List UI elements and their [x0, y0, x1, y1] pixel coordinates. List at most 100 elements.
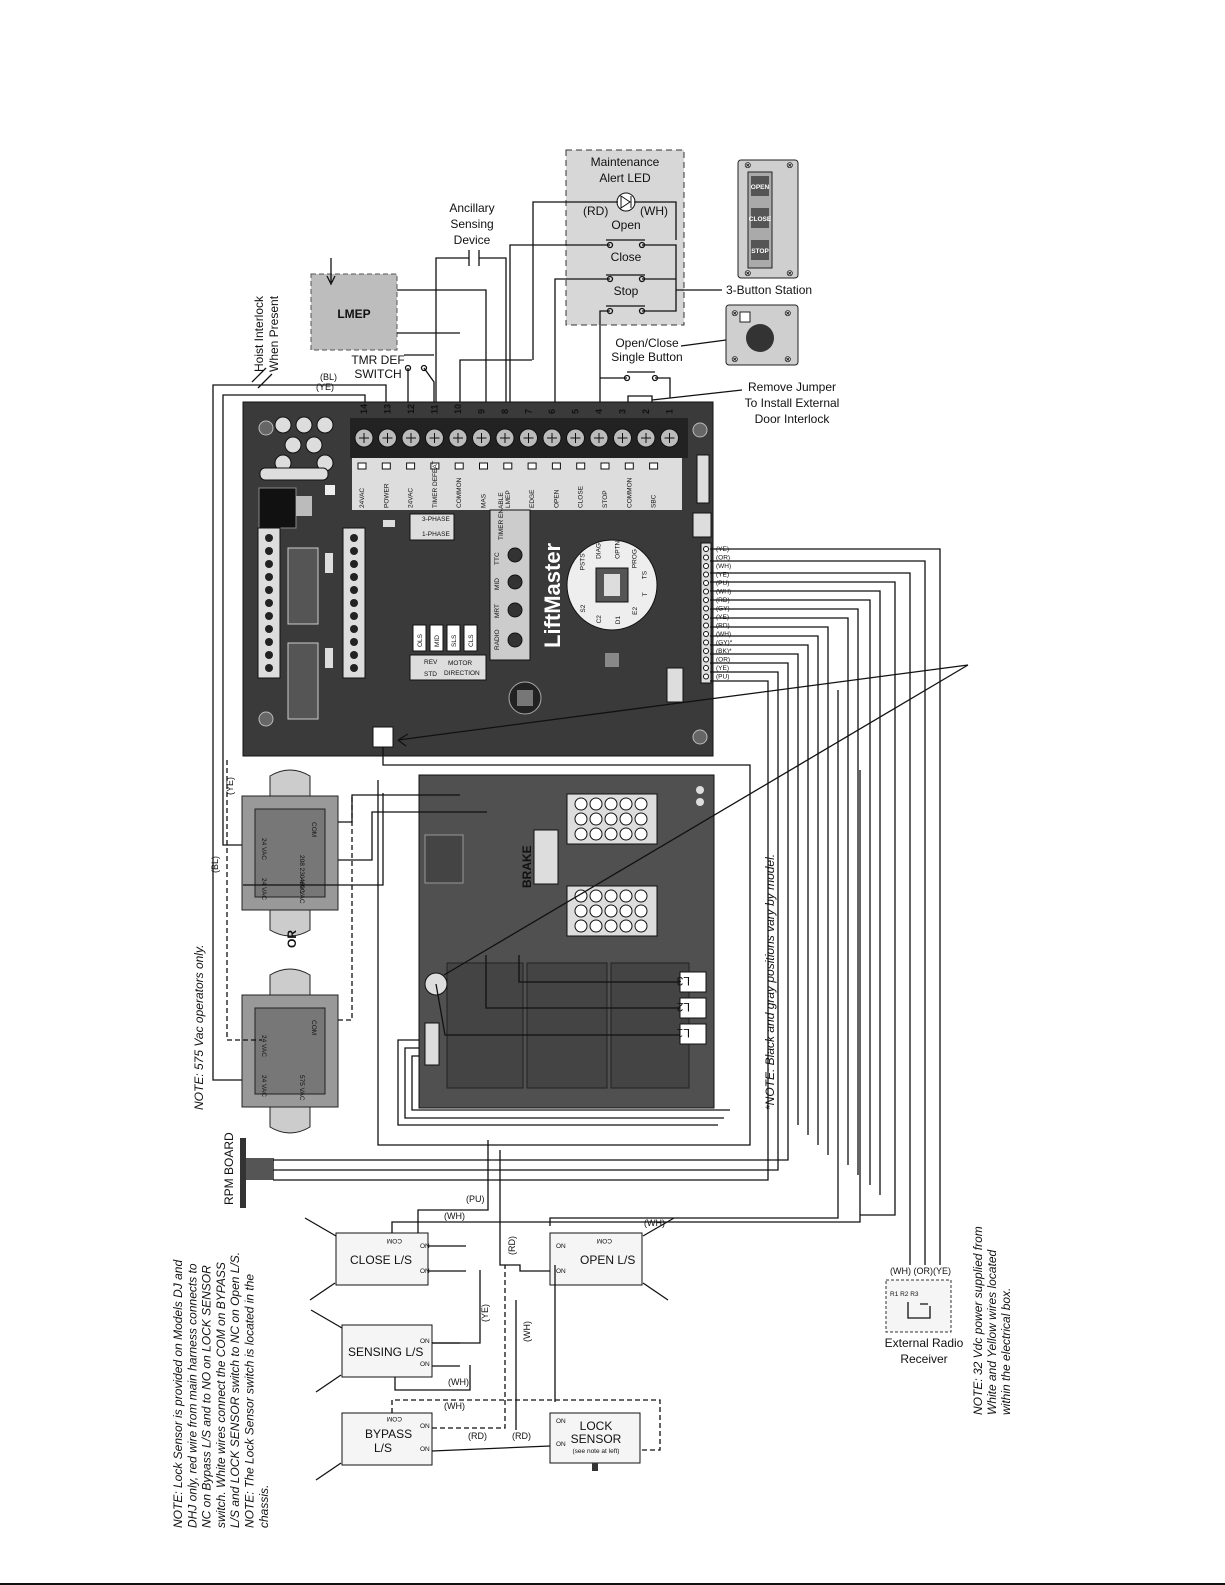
- harness-wire-label: (PU): [716, 674, 729, 681]
- svg-text:ON: ON: [420, 1338, 430, 1345]
- station-open-button: [751, 176, 769, 196]
- svg-text:ON: ON: [420, 1243, 430, 1250]
- brand-logo: LiftMaster: [540, 542, 565, 648]
- terminal-number: 14: [359, 404, 369, 414]
- note-line: NC on Bypass L/S and to NO on LOCK SENSO…: [200, 1265, 214, 1528]
- capacitor-cluster: [274, 416, 334, 472]
- wh-wire-label-1: (WH): [444, 1211, 465, 1221]
- transformer-575: [241, 968, 339, 1134]
- harness-wire-label: (YE): [716, 572, 729, 579]
- svg-text:⊗: ⊗: [744, 160, 752, 170]
- svg-text:BYPASS: BYPASS: [365, 1427, 412, 1441]
- transformer-ye-label: (YE): [225, 777, 235, 795]
- terminal-label: EDGE: [529, 489, 536, 508]
- svg-text:⊗: ⊗: [784, 308, 792, 318]
- bypass-ls: BYPASS L/S COM ON ON: [315, 1412, 433, 1481]
- remove-jumper-3: Door Interlock: [755, 412, 831, 426]
- note-line: NOTE: Lock Sensor is provided on Models …: [171, 1260, 185, 1528]
- transformer-bl-label: (BL): [210, 856, 220, 873]
- svg-text:ON: ON: [420, 1268, 430, 1275]
- remove-jumper-1: Remove Jumper: [748, 380, 836, 394]
- terminal-label: SBC: [651, 494, 658, 508]
- harness-wire-label: (WH): [716, 631, 731, 638]
- dial-label: E2: [632, 607, 639, 615]
- ye-wire-label-2: (YE): [480, 1304, 490, 1322]
- t2-24vac-2: 24 VAC: [260, 1075, 267, 1097]
- t1-460: 460 VAC: [298, 878, 305, 904]
- svg-text:ON: ON: [556, 1243, 566, 1250]
- svg-text:ON: ON: [420, 1423, 430, 1430]
- harness-wire-label: (RD): [716, 623, 730, 630]
- terminal-number: 12: [406, 404, 416, 414]
- terminal-label: TIMER DEFEAT: [432, 461, 439, 508]
- note-575: NOTE: 575 Vac operators only.: [192, 945, 206, 1110]
- rd-wire-label-1: (RD): [507, 1236, 517, 1255]
- terminal-number: 10: [453, 404, 463, 414]
- t2-com: COM: [310, 1020, 317, 1035]
- dial-label: PROG: [632, 549, 639, 568]
- or-label: OR: [285, 930, 299, 948]
- ttc-label: TTC: [494, 552, 501, 565]
- svg-text:OPEN L/S: OPEN L/S: [580, 1253, 635, 1267]
- rd-wire-label-2: (RD): [468, 1431, 487, 1441]
- ext-radio-terms: R1 R2 R3: [890, 1291, 919, 1298]
- radio-label: RADIO: [494, 629, 501, 650]
- terminal-number: 6: [547, 409, 557, 414]
- dial-label: T: [642, 592, 649, 596]
- svg-text:L3: L3: [676, 974, 690, 988]
- terminal-number: 8: [500, 409, 510, 414]
- harness-wire-label: (BK)*: [716, 648, 732, 655]
- station-close-text: CLOSE: [749, 216, 772, 223]
- terminal-label: COMMON: [456, 477, 463, 508]
- lmep-box: [310, 273, 398, 351]
- ancillary-capacitor: [435, 250, 507, 415]
- svg-text:⊗: ⊗: [731, 354, 739, 364]
- remove-jumper-2: To Install External: [745, 396, 840, 410]
- svg-text:⊗: ⊗: [786, 160, 794, 170]
- dial-label: TS: [642, 570, 649, 579]
- ext-radio-label-2: Receiver: [900, 1352, 947, 1366]
- rpm-board-label: RPM BOARD: [222, 1132, 236, 1205]
- wh-wire-label-3: (WH): [522, 1321, 532, 1342]
- ancillary-label-1: Ancillary: [449, 201, 494, 215]
- terminal-number: 3: [618, 409, 628, 414]
- terminal-label: 24VAC: [408, 488, 415, 508]
- ttc-button: [507, 547, 523, 563]
- terminal-number: 7: [524, 409, 534, 414]
- wh-wire-label-5: (WH): [444, 1401, 465, 1411]
- terminal-number: 9: [477, 409, 487, 414]
- tmr-def-label-1: TMR DEF: [351, 353, 404, 367]
- t2-575: 575 VAC: [298, 1075, 305, 1101]
- sensing-ls: SENSING L/S ON ON: [310, 1309, 433, 1393]
- dial-label: OPTN: [614, 540, 621, 558]
- svg-text:ON: ON: [420, 1361, 430, 1368]
- dip-label: SLS: [451, 634, 458, 647]
- note-line: within the electrical box.: [999, 1288, 1013, 1415]
- svg-text:⊗: ⊗: [784, 354, 792, 364]
- open-close-single-label-1: Open/Close: [615, 336, 679, 350]
- dial-label: S2: [580, 604, 587, 612]
- std-label: STD: [424, 671, 437, 678]
- t1-24vac: 24 VAC: [260, 838, 267, 860]
- svg-text:COM: COM: [387, 1237, 402, 1244]
- terminal-label: STOP: [602, 490, 609, 508]
- svg-text:ON: ON: [420, 1446, 430, 1453]
- single-button-station: ⊗ ⊗ ⊗ ⊗: [725, 304, 799, 366]
- svg-text:⊗: ⊗: [786, 268, 794, 278]
- lock-sensor: LOCK SENSOR (see note at left) ON ON: [549, 1412, 641, 1471]
- rd-wire-label-3: (RD): [512, 1431, 531, 1441]
- terminal-number: 1: [665, 409, 675, 414]
- note-line: White and Yellow wires located: [985, 1249, 999, 1415]
- stop-button-label: Stop: [614, 284, 639, 298]
- note-line: NOTE: The Lock Sensor switch is located …: [243, 1274, 257, 1528]
- terminal-number: 4: [594, 409, 604, 414]
- line-terminal-l1: L1: [676, 1023, 707, 1045]
- ext-radio-label-1: External Radio: [885, 1336, 964, 1350]
- terminal-label: LMEP: [505, 490, 512, 508]
- terminal-label: CLOSE: [578, 485, 585, 508]
- dial-label: DIAG: [595, 543, 602, 559]
- station-stop-button: [751, 240, 769, 260]
- ancillary-label-3: Device: [454, 233, 491, 247]
